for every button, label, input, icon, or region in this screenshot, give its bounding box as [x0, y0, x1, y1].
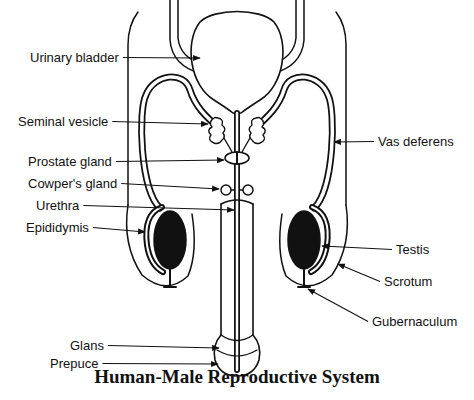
part-label: Seminal vesicle	[18, 114, 108, 129]
part-label: Urethra	[36, 198, 79, 213]
part-label: Urinary bladder	[30, 50, 119, 65]
diagram-title: Human-Male Reproductive System	[0, 366, 474, 388]
leader-line	[121, 184, 219, 190]
leader-line	[116, 160, 224, 162]
part-label: Scrotum	[384, 274, 432, 289]
leader-line	[322, 246, 392, 250]
leader-line	[308, 289, 368, 322]
part-label: Cowper's gland	[28, 176, 117, 191]
leader-line	[93, 228, 145, 233]
leader-line	[112, 122, 208, 125]
leader-line	[338, 264, 380, 282]
part-label: Testis	[396, 242, 429, 257]
leader-line	[334, 141, 374, 143]
part-label: Prepuce	[50, 356, 98, 371]
leader-line	[102, 363, 218, 365]
part-label: Epididymis	[26, 220, 89, 235]
part-label: Glans	[70, 338, 104, 353]
leader-line	[123, 57, 200, 59]
part-label: Prostate gland	[28, 154, 112, 169]
part-label: Vas deferens	[378, 134, 454, 149]
leader-line	[83, 206, 234, 211]
part-label: Gubernaculum	[372, 314, 457, 329]
leader-line	[108, 346, 219, 349]
